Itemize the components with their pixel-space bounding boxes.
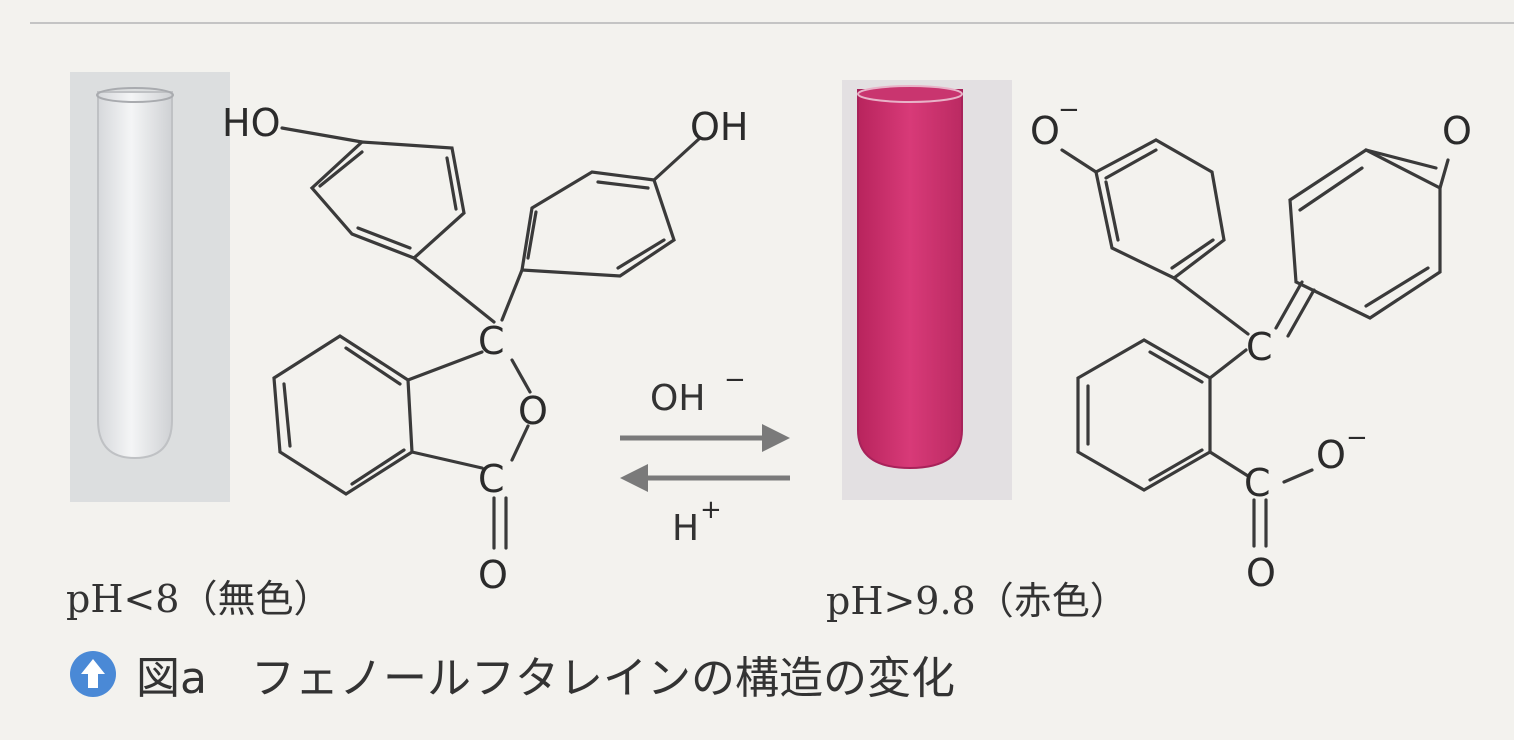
- test-tube-colorless: [70, 72, 230, 502]
- atom-oh: OH: [690, 105, 748, 149]
- atom-carbonyl-carbon: C: [478, 457, 505, 501]
- caption-text: 図a フェノールフタレインの構造の変化: [136, 653, 955, 704]
- atom-carboxyl-carbonyl-oxygen: O: [1246, 551, 1276, 595]
- atom-carboxylate-oxygen: O: [1316, 433, 1346, 477]
- phenolphthalein-diagram: HO OH C O C O OH − H +: [70, 72, 1472, 597]
- atom-phenolate-oxygen: O: [1030, 109, 1060, 153]
- arrow-up-circle-icon: [70, 651, 116, 697]
- test-tube-red: [842, 80, 1012, 500]
- proton-charge: +: [700, 495, 722, 525]
- atom-quinone-oxygen: O: [1442, 109, 1472, 153]
- structure-quinoid-form: O − O C C O − O: [1030, 95, 1472, 595]
- phenolate-charge: −: [1058, 95, 1080, 125]
- atom-ho: HO: [222, 101, 280, 145]
- carboxylate-charge: −: [1346, 423, 1368, 453]
- structure-lactone-form: HO OH C O C O: [222, 101, 748, 597]
- atom-carboxyl-carbon: C: [1244, 461, 1271, 505]
- reagent-proton: H: [672, 508, 699, 549]
- atom-ring-oxygen: O: [518, 389, 548, 433]
- reagent-hydroxide: OH: [650, 378, 705, 419]
- top-divider: [30, 22, 1514, 24]
- atom-carbonyl-oxygen: O: [478, 553, 508, 597]
- hydroxide-charge: −: [724, 365, 746, 395]
- label-ph-colorless: pH<8（無色）: [66, 577, 332, 621]
- equilibrium-arrows: [620, 424, 790, 492]
- atom-central-carbon-red: C: [1246, 325, 1273, 369]
- figure-caption: 図a フェノールフタレインの構造の変化: [68, 642, 955, 706]
- atom-central-carbon: C: [478, 319, 505, 363]
- label-ph-red: pH>9.8（赤色）: [826, 579, 1128, 623]
